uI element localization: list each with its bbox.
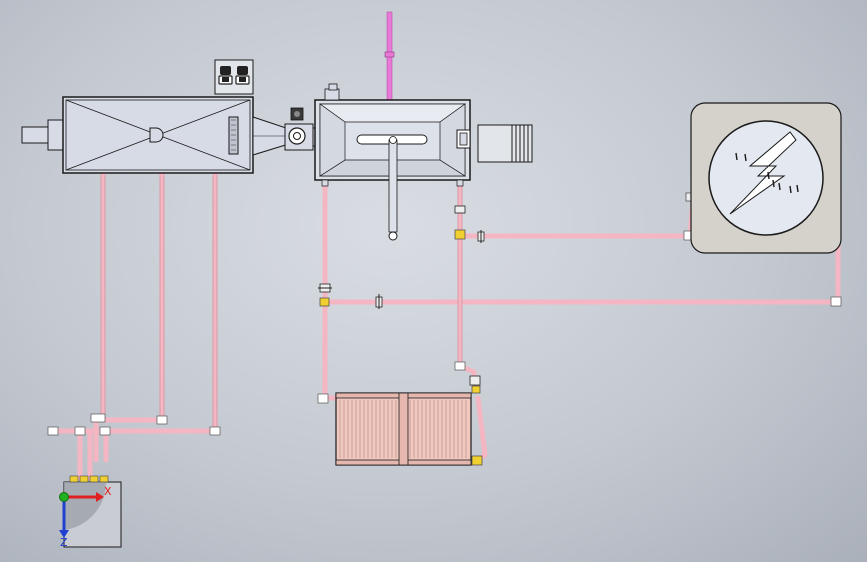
fitting-joint [319,297,330,307]
coordinate-triad: X Z [59,485,112,549]
fitting-elbow [454,361,466,371]
filter-unit[interactable] [477,124,533,163]
valve-icon[interactable] [469,375,481,394]
valve-icon[interactable] [318,283,332,293]
manifold-block[interactable] [63,475,122,548]
motor-pump[interactable] [284,107,320,151]
fan-icon [218,66,233,85]
tank-dip-tube [388,139,398,233]
fitting-tee [47,426,59,436]
triad-z-label: Z [60,536,68,549]
valve-icon[interactable] [375,294,383,309]
triad-x-label: X [104,485,112,498]
pipe-dryer-drop-2 [100,172,165,423]
fitting-elbow [209,426,221,436]
dryer-filter-slot [228,116,239,155]
fan-icon [235,66,250,85]
valve-icon[interactable] [454,205,466,214]
vent-pipe [384,11,395,101]
fitting-tee [90,413,106,423]
radiator[interactable] [335,392,472,466]
pipe-to-boiler-upper [457,197,696,239]
fan-panel[interactable] [214,59,254,95]
triad-y-axis [59,492,69,502]
pump-icon [288,127,306,145]
fitting-tee [74,426,86,436]
radiator-fins [339,400,467,458]
dryer-inlet-flange [47,119,65,151]
storage-tank[interactable] [314,83,471,241]
fitting-joint [454,229,466,240]
boiler-ticks [735,152,799,194]
valve-icon[interactable] [477,230,485,243]
fitting-joint [471,455,483,466]
lightning-bolt-icon [729,131,797,215]
fitting-tee [99,426,111,436]
pipe-dryer-drop-3 [103,172,218,463]
fitting-elbow [317,393,329,404]
dryer-unit[interactable] [21,96,293,174]
electric-boiler[interactable] [690,102,842,254]
fitting-elbow [830,296,842,307]
fitting-elbow [156,415,168,425]
dryer-center-port [149,127,164,143]
pipe-radiator-return [473,395,488,465]
